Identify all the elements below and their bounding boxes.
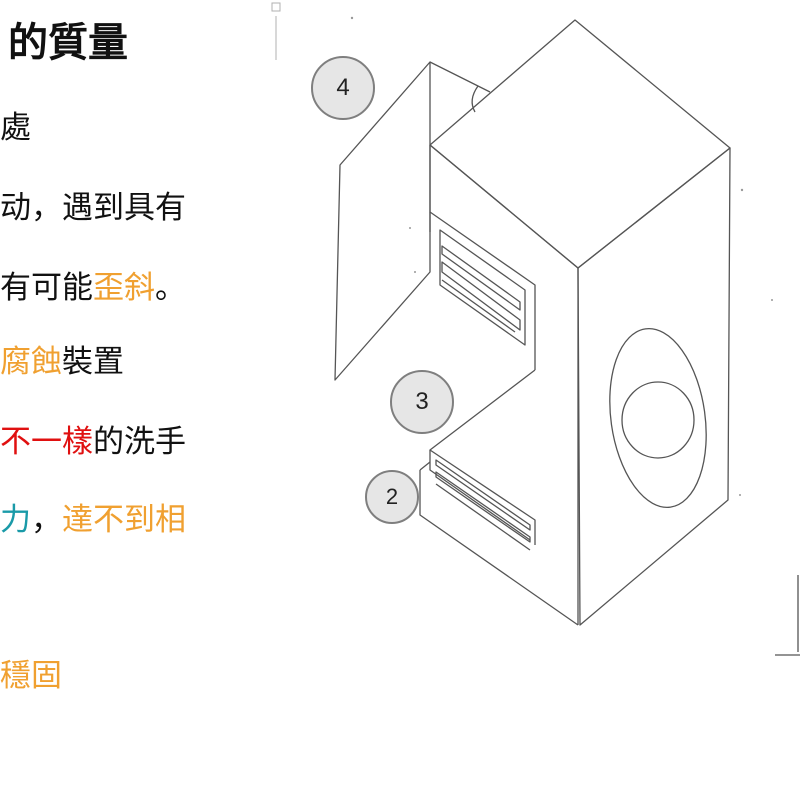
text-line-7: 穩固	[0, 656, 62, 696]
label-badge-bottom-shelf: 2	[365, 470, 419, 524]
lower-rail-2	[435, 471, 531, 543]
upper-shelf-opening	[439, 229, 526, 346]
scale-marker	[775, 575, 800, 656]
text-segment: 动，遇到具有	[0, 190, 186, 226]
middle-shelf	[429, 369, 536, 545]
text-segment: 腐蝕	[0, 344, 62, 380]
cabinet-top-face	[429, 19, 731, 269]
label-badge-bottom-shelf-text: 2	[385, 484, 399, 509]
text-segment: 處	[0, 110, 31, 146]
text-line-5: 不一樣的洗手	[0, 422, 186, 462]
cabinet-front-edge	[429, 144, 579, 625]
cabinet-drawing	[271, 2, 800, 656]
middle-shelf-front	[429, 450, 531, 541]
side-outer-ring	[609, 327, 707, 509]
scan-stamp	[271, 2, 281, 60]
text-line-3: 有可能歪斜。	[0, 268, 186, 308]
open-door-panel	[334, 61, 431, 381]
slide-title: 的質量	[8, 18, 128, 68]
lower-rail-1	[435, 459, 531, 531]
door-hinge-top	[429, 61, 491, 93]
text-line-2: 动，遇到具有	[0, 188, 186, 228]
text-segment: ，	[31, 502, 62, 538]
cabinet-base-corner	[419, 461, 431, 471]
label-badge-middle-shelf-text: 3	[415, 388, 429, 415]
door-hinge-curve	[471, 85, 479, 113]
upper-shelf-rail-2	[441, 261, 521, 331]
text-segment: 有可能	[0, 270, 93, 306]
text-segment: 不一樣	[0, 424, 93, 460]
lower-rail-3	[435, 483, 531, 551]
cabinet-base-front	[419, 470, 579, 626]
label-badge-door: 4	[311, 56, 375, 120]
label-badge-door-text: 4	[336, 74, 350, 101]
upper-shelf-rail-3	[441, 279, 516, 333]
cabinet-sketch: 4 3 2	[270, 0, 800, 680]
text-segment: 裝置	[62, 344, 124, 380]
text-segment: 力	[0, 502, 31, 538]
text-line-6: 力，達不到相	[0, 500, 186, 540]
cabinet-right-face	[577, 147, 731, 626]
label-badge-middle-shelf: 3	[390, 370, 454, 434]
upper-shelf-rail-1	[441, 245, 521, 311]
side-inner-circle	[621, 381, 695, 459]
text-line-4: 腐蝕裝置	[0, 342, 124, 382]
slide-title-text: 的質量	[8, 20, 128, 66]
scan-specks	[350, 16, 773, 496]
text-segment: 的洗手	[93, 424, 186, 460]
text-segment: 穩固	[0, 658, 62, 694]
text-segment: 歪斜	[93, 270, 155, 306]
cabinet-front-upper	[429, 145, 536, 370]
text-line-1: 處	[0, 108, 31, 148]
text-segment: 達不到相	[62, 502, 186, 538]
text-segment: 。	[155, 270, 186, 306]
